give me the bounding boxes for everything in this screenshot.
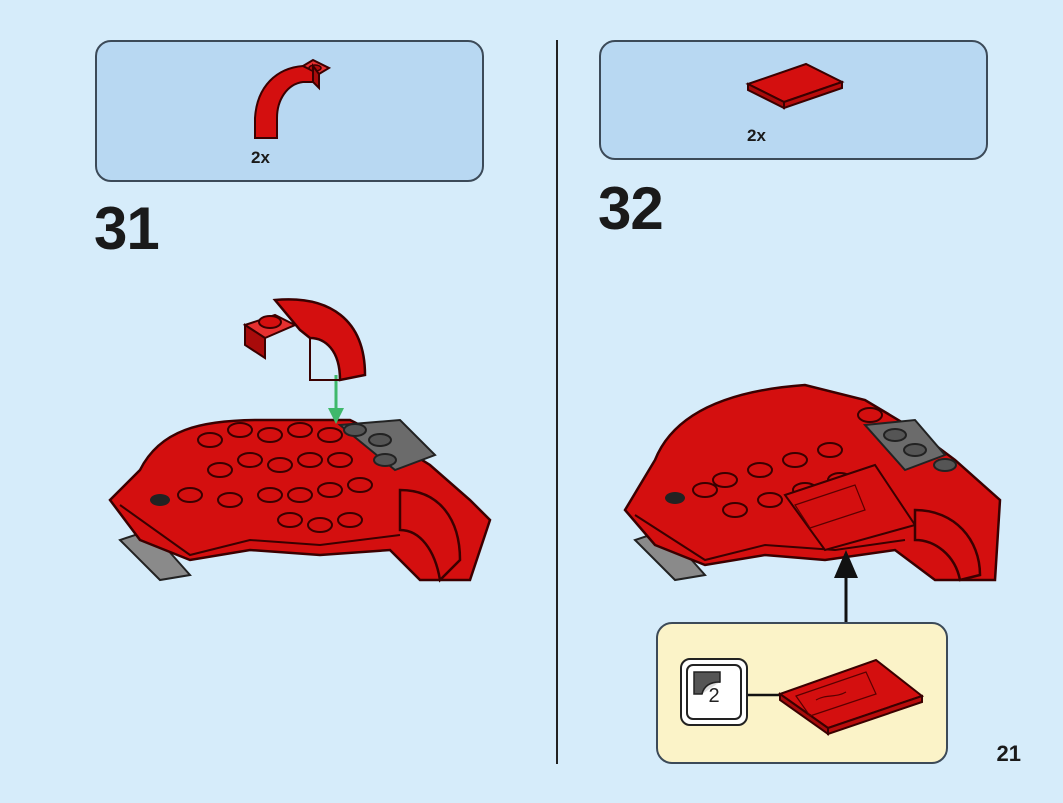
curved-slope-brick-icon: [254, 58, 332, 139]
placement-arrow-icon: [834, 550, 858, 622]
page-number: 21: [996, 741, 1021, 766]
sticker-number: 2: [708, 685, 720, 707]
step-number-31: 31: [94, 195, 160, 262]
parts-callout-step-31: 2x: [95, 40, 484, 182]
step-divider: [556, 40, 558, 764]
sticker-sheet-badge: 2: [680, 658, 748, 726]
flat-tile-brick-icon: [745, 62, 845, 110]
step-32-assembly-illustration: [623, 383, 1002, 582]
sticker-callout: 2: [656, 622, 948, 764]
step-31-assembly-illustration: [108, 298, 492, 583]
parts-quantity: 2x: [747, 126, 766, 145]
stickered-tile-icon: [777, 658, 925, 736]
step-number-32: 32: [598, 175, 664, 242]
parts-callout-step-32: 2x: [599, 40, 988, 160]
parts-quantity: 2x: [251, 148, 270, 167]
sticker-peel-icon: [693, 671, 721, 695]
